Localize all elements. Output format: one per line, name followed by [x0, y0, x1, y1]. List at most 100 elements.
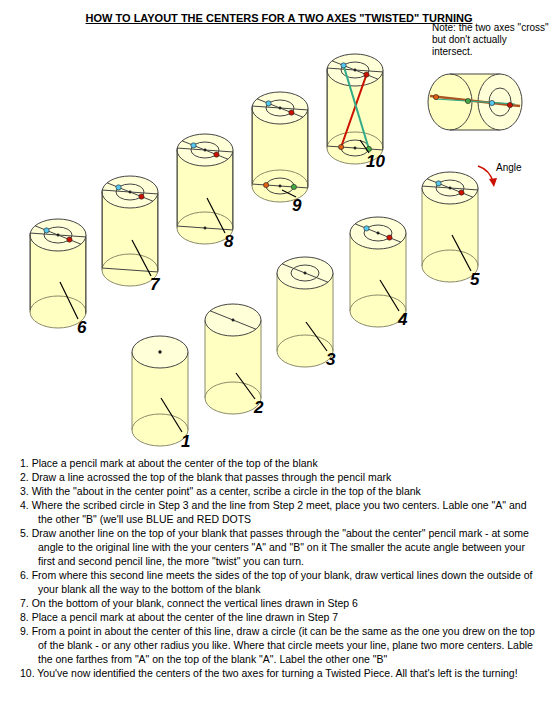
leader-lines — [60, 140, 471, 432]
blank-cylinder — [277, 257, 333, 367]
bottom-ellipse — [132, 414, 188, 446]
top-ellipse — [30, 219, 86, 251]
center-dot — [129, 191, 131, 193]
scribed-circle — [266, 100, 294, 116]
scribed-circle — [191, 142, 219, 158]
side-view — [428, 74, 522, 130]
pencil-line — [341, 75, 366, 147]
center-dot — [364, 226, 369, 231]
instruction-step: 3. With the "about in the center point" … — [20, 484, 542, 498]
callout-number: 7 — [150, 275, 159, 295]
scribed-circle — [436, 180, 464, 196]
pencil-line — [107, 183, 153, 201]
instruction-step: 5. Draw another line on the top of your … — [20, 526, 542, 568]
blank-cylinder — [132, 336, 188, 446]
center-dot — [449, 187, 451, 189]
pencil-line — [450, 74, 500, 75]
instruction-step: 4. Where the scribed circle in Step 3 an… — [20, 498, 542, 526]
angle-label: Angle — [496, 162, 522, 173]
center-dot — [232, 319, 234, 321]
scribed-circle — [44, 227, 72, 243]
pencil-line — [232, 152, 233, 230]
center-dot — [291, 184, 296, 189]
center-dot — [433, 94, 438, 99]
bottom-ellipse — [422, 250, 478, 282]
center-dot — [214, 152, 219, 157]
pencil-line — [450, 130, 500, 131]
callout-number: 2 — [254, 398, 263, 418]
center-dot — [44, 228, 49, 233]
pencil-line — [210, 311, 256, 329]
pencil-line — [30, 233, 86, 237]
center-dot — [465, 98, 470, 103]
pencil-line — [355, 224, 401, 242]
cylinder-base — [205, 398, 261, 414]
center-dot — [339, 144, 344, 149]
center-dot — [266, 101, 271, 106]
center-dot — [67, 237, 72, 242]
pencil-line — [252, 106, 308, 110]
angle-arrow — [478, 166, 497, 187]
top-ellipse — [350, 217, 406, 249]
top-ellipse — [177, 134, 233, 166]
blank-cylinder — [205, 304, 261, 414]
top-ellipse — [277, 257, 333, 289]
scribed-circle — [364, 225, 392, 241]
center-dot — [264, 182, 269, 187]
center-dot — [204, 227, 206, 229]
scribed-circle — [341, 140, 369, 156]
pencil-line — [422, 186, 478, 190]
instruction-step: 6. From where this second line meets the… — [20, 568, 542, 596]
bottom-ellipse — [350, 295, 406, 327]
callout-number: 3 — [326, 350, 335, 370]
pencil-line — [35, 226, 81, 244]
instruction-step: 9. From a point in about the center of t… — [20, 624, 542, 666]
pencil-line — [422, 188, 423, 266]
leader-line — [236, 373, 255, 399]
center-dot — [354, 69, 356, 71]
pencil-line — [182, 141, 228, 159]
center-dot — [279, 107, 281, 109]
blank-cylinder — [30, 219, 86, 328]
instruction-step: 10. You've now identified the centers of… — [20, 666, 542, 680]
pencil-line — [252, 106, 253, 184]
center-dot — [459, 190, 464, 195]
bottom-ellipse — [205, 382, 261, 414]
leader-line — [452, 235, 471, 271]
center-dot — [364, 72, 369, 77]
scribed-circle — [116, 184, 144, 200]
scribed-circle — [291, 265, 319, 281]
top-ellipse — [205, 304, 261, 336]
instruction-step: 1. Place a pencil mark at about the cent… — [20, 456, 542, 470]
pencil-line — [102, 268, 158, 272]
leader-line — [132, 240, 151, 276]
pencil-line — [333, 273, 334, 351]
center-dot — [377, 232, 379, 234]
pencil-line — [30, 233, 31, 310]
top-ellipse — [252, 92, 308, 124]
callout-number: 8 — [224, 232, 233, 252]
pencil-line — [177, 226, 233, 230]
pencil-line — [188, 352, 189, 430]
callout-number: 9 — [292, 196, 301, 216]
leader-line — [282, 190, 296, 197]
pencil-line — [327, 68, 328, 146]
center-dot — [436, 181, 441, 186]
pencil-line — [177, 148, 233, 152]
center-dot — [204, 149, 206, 151]
callout-number: 10 — [366, 152, 385, 172]
blank-cylinder — [252, 92, 308, 202]
center-dot — [159, 351, 162, 354]
pencil-line — [344, 65, 369, 149]
leader-line — [60, 282, 78, 319]
center-dot — [387, 235, 392, 240]
leader-line — [360, 140, 369, 153]
pencil-line — [85, 237, 86, 314]
center-dot — [57, 234, 59, 236]
center-dot — [341, 63, 346, 68]
instruction-list: 1. Place a pencil mark at about the cent… — [20, 456, 542, 680]
pencil-line — [257, 99, 303, 117]
top-ellipse — [132, 336, 188, 368]
center-dot — [304, 272, 306, 274]
cylinder-base — [350, 311, 406, 327]
